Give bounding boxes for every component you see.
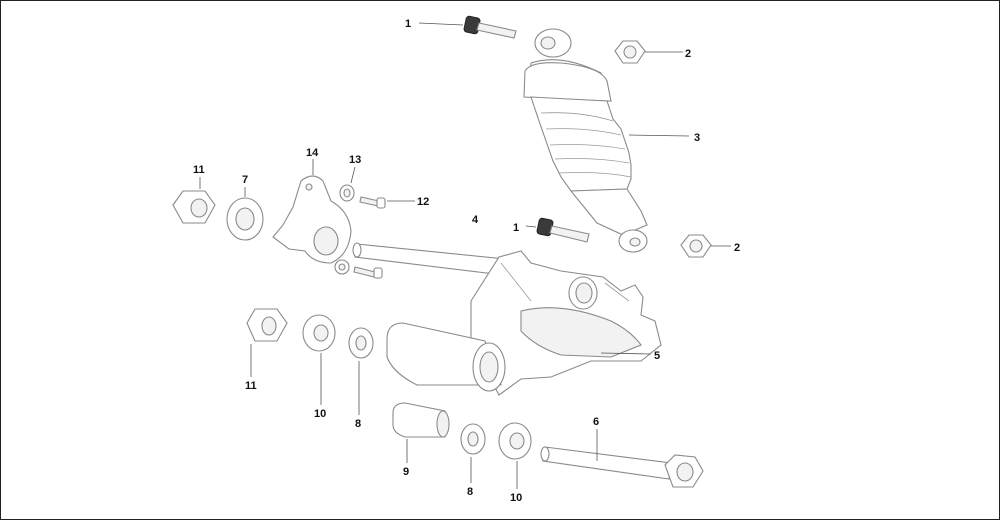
callout-10-left: 10 <box>314 408 326 420</box>
callout-2-top: 2 <box>685 48 691 60</box>
spacer-sleeve <box>392 402 450 463</box>
nut-bottom <box>680 234 731 258</box>
callout-6: 6 <box>593 416 599 428</box>
washer-10-left <box>302 314 336 405</box>
callout-labels: 1 2 3 11 7 14 13 12 4 1 2 5 11 10 8 6 9 … <box>193 18 740 504</box>
bolt-middle <box>525 217 590 243</box>
nut-top <box>614 40 683 64</box>
callout-8-left: 8 <box>355 418 361 430</box>
callout-13: 13 <box>349 154 361 166</box>
screw-12 <box>359 196 415 209</box>
washer-8-left <box>348 327 374 415</box>
callout-8-right: 8 <box>467 486 473 498</box>
washer-8-right <box>460 423 486 483</box>
callout-11-top: 11 <box>193 164 205 176</box>
callout-10-right: 10 <box>510 492 522 504</box>
bracket <box>272 159 352 264</box>
swing-arm <box>386 250 662 396</box>
washer-10-right <box>498 422 532 489</box>
long-bolt <box>540 429 704 488</box>
callout-11-lower: 11 <box>245 380 257 392</box>
bolt-top <box>418 15 517 39</box>
callout-12: 12 <box>417 196 429 208</box>
callout-7: 7 <box>242 174 248 186</box>
callout-4: 4 <box>472 214 479 226</box>
callout-9: 9 <box>403 466 409 478</box>
callout-3: 3 <box>694 132 700 144</box>
washer-screw-lower <box>334 259 383 279</box>
washer-large <box>226 187 264 241</box>
callout-14: 14 <box>306 147 319 159</box>
shock-absorber <box>523 28 690 253</box>
callout-2-bottom: 2 <box>734 242 740 254</box>
flange-nut-left <box>172 177 216 224</box>
callout-1-middle: 1 <box>513 222 519 234</box>
callout-1-top: 1 <box>405 18 411 30</box>
callout-5: 5 <box>654 350 660 362</box>
flange-nut-lower <box>246 308 288 377</box>
washer-small-13 <box>339 166 356 202</box>
